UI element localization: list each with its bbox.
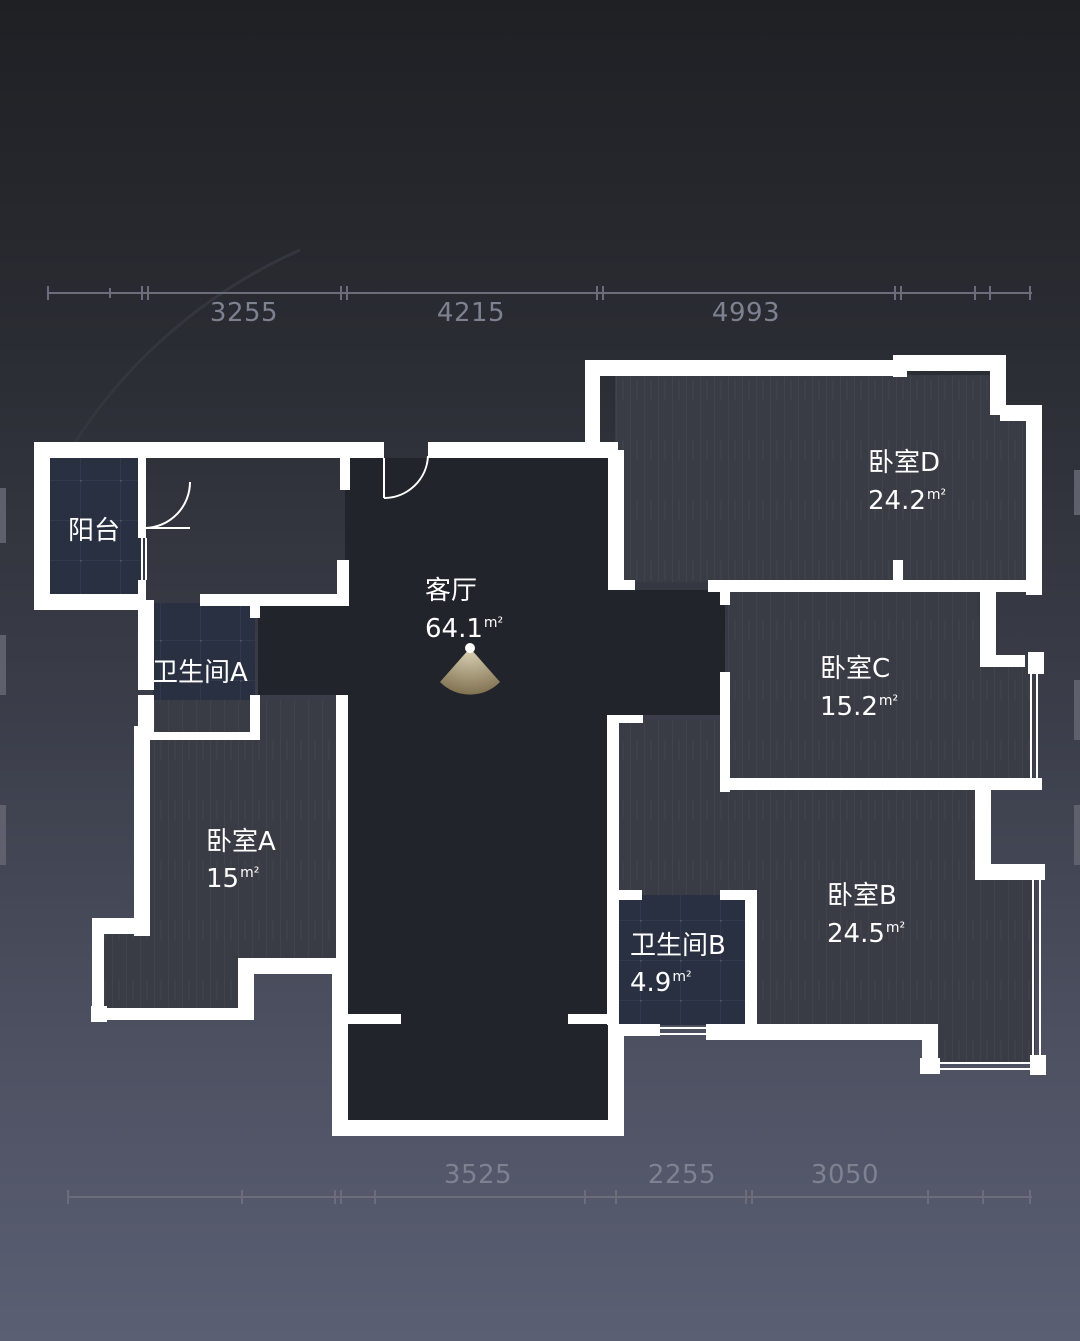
bedroom-c-floor: [728, 590, 978, 780]
top-dimension-label-2: 4215: [436, 298, 506, 328]
bedroom-b-area: 24.5m²: [827, 919, 906, 949]
bedroom-d-floor: [615, 375, 1030, 582]
viewpoint-marker: [440, 643, 500, 695]
bath-b-floor: [618, 895, 748, 1025]
living-room-floor: [148, 458, 725, 1122]
bottom-dimension-label-2: 2255: [647, 1160, 717, 1190]
bedroom-c-area: 15.2m²: [820, 692, 899, 722]
windows: [95, 538, 1041, 1070]
entry-door-swing: [383, 455, 429, 500]
decorative-arc: [68, 248, 301, 451]
bedroom-b-label: 卧室B: [827, 881, 897, 911]
living-room-area: 64.1m²: [425, 614, 504, 644]
bedroom-d-area: 24.2m²: [868, 486, 947, 516]
bedroom-d-label: 卧室D: [868, 448, 941, 478]
living-room-label: 客厅: [425, 576, 478, 606]
bathroom-b-label: 卫生间B: [630, 931, 726, 961]
right-edge-marks: [1074, 470, 1080, 865]
bedroom-a-floor: [100, 700, 340, 1010]
bathroom-b-area: 4.9m²: [630, 968, 692, 998]
doors: [145, 455, 429, 529]
bedroom-c-bay: [978, 665, 1033, 780]
bathroom-a-label: 卫生间A: [152, 658, 248, 688]
balcony-floor: [50, 458, 142, 594]
bedroom-a-area: 15m²: [206, 864, 260, 894]
bottom-dimension-label-3: 3050: [810, 1160, 880, 1190]
balcony-label: 阳台: [68, 516, 121, 546]
top-dimension-label-1: 3255: [209, 298, 279, 328]
balcony-door-swing: [145, 481, 192, 529]
top-dimension-label-3: 4993: [711, 298, 781, 328]
floors: [50, 375, 1035, 1122]
bedroom-b-floor: [618, 720, 1035, 1062]
bottom-dimension-line: [67, 1190, 1032, 1204]
bottom-dimension-label-1: 3525: [443, 1160, 513, 1190]
top-dimension-line: [47, 286, 1032, 300]
bedroom-c-label: 卧室C: [820, 654, 891, 684]
window-caps: [91, 652, 1046, 1074]
left-edge-marks: [0, 488, 6, 865]
bedroom-a-label: 卧室A: [206, 827, 276, 857]
